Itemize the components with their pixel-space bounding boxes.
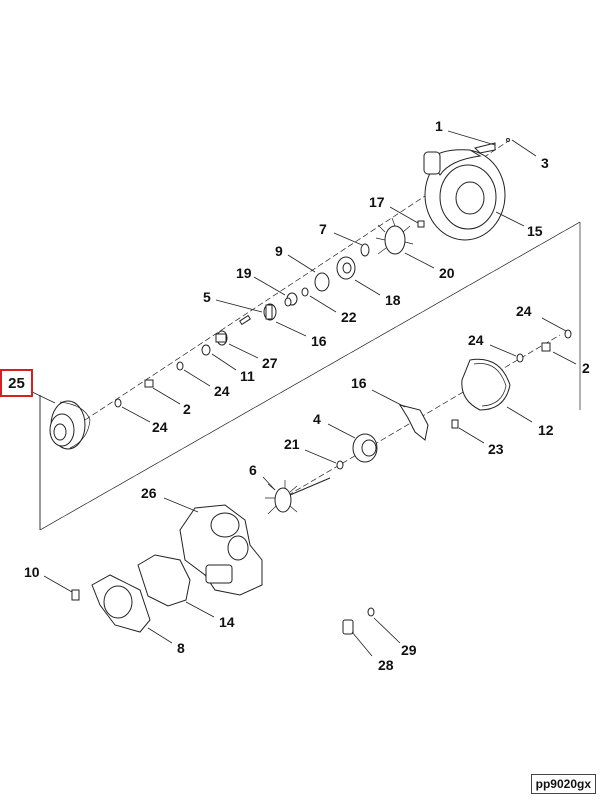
figure-code-label: pp9020gx <box>530 774 596 794</box>
callout-24-d: 24 <box>468 332 484 348</box>
callout-3: 3 <box>541 155 549 171</box>
callout-16-lower: 16 <box>351 375 367 391</box>
turbine-shaft-wheel <box>265 477 331 515</box>
callout-labels: 1 3 15 17 7 20 9 19 18 22 5 16 27 11 24 … <box>24 118 590 673</box>
callout-16-upper: 16 <box>311 333 327 349</box>
washer <box>367 607 375 617</box>
o-ring-small <box>564 329 572 339</box>
o-ring-small <box>516 353 524 363</box>
leader-lines <box>27 130 577 657</box>
callout-23: 23 <box>488 441 504 457</box>
piston-ring <box>336 460 344 470</box>
callout-5: 5 <box>203 289 211 305</box>
callout-21: 21 <box>284 436 300 452</box>
callout-6: 6 <box>249 462 257 478</box>
bolt <box>451 419 459 429</box>
compressor-housing <box>423 149 506 241</box>
callout-27: 27 <box>262 355 278 371</box>
sleeve <box>239 314 251 326</box>
outlet-elbow <box>91 574 151 633</box>
callout-24-a: 24 <box>214 383 230 399</box>
highlighted-callout-25[interactable]: 25 <box>0 369 33 397</box>
callout-12: 12 <box>538 422 554 438</box>
callout-7: 7 <box>319 221 327 237</box>
callout-22: 22 <box>341 309 357 325</box>
nut <box>417 220 425 228</box>
washer <box>201 344 211 356</box>
callout-14: 14 <box>219 614 235 630</box>
gasket <box>137 554 191 607</box>
callout-17: 17 <box>369 194 385 210</box>
o-ring <box>314 272 330 292</box>
callout-10: 10 <box>24 564 40 580</box>
callout-28: 28 <box>378 657 394 673</box>
drain-plug <box>342 619 354 635</box>
thrust-plate <box>263 303 277 321</box>
callout-15: 15 <box>527 223 543 239</box>
callout-4: 4 <box>313 411 321 427</box>
callout-1: 1 <box>435 118 443 134</box>
journal-bearing <box>215 330 228 346</box>
callout-9: 9 <box>275 243 283 259</box>
fitting <box>144 379 154 388</box>
callout-29: 29 <box>401 642 417 658</box>
fitting <box>541 342 551 352</box>
thrust-collar <box>336 256 356 280</box>
callout-20: 20 <box>439 265 455 281</box>
o-ring-small <box>176 361 184 371</box>
callout-24-c: 24 <box>516 303 532 319</box>
callout-2-a: 2 <box>183 401 191 417</box>
heat-shield <box>398 404 429 441</box>
callout-24-b: 24 <box>152 419 168 435</box>
callout-11: 11 <box>240 368 255 384</box>
thrust-bearing <box>284 292 298 307</box>
seal-ring <box>301 287 309 297</box>
compressor-wheel <box>375 217 414 255</box>
clamp-ring <box>461 358 511 411</box>
callout-8: 8 <box>177 640 185 656</box>
callout-26: 26 <box>141 485 157 501</box>
callout-2-b: 2 <box>582 360 590 376</box>
seal-carrier <box>352 433 378 463</box>
callout-19: 19 <box>236 265 252 281</box>
snap-ring <box>360 243 370 257</box>
screw <box>506 138 510 142</box>
turbine-housing <box>179 504 263 596</box>
o-ring-small <box>114 398 122 408</box>
bracket <box>474 142 496 154</box>
bolt <box>71 589 80 601</box>
center-housing-assembly <box>49 400 91 450</box>
callout-18: 18 <box>385 292 401 308</box>
